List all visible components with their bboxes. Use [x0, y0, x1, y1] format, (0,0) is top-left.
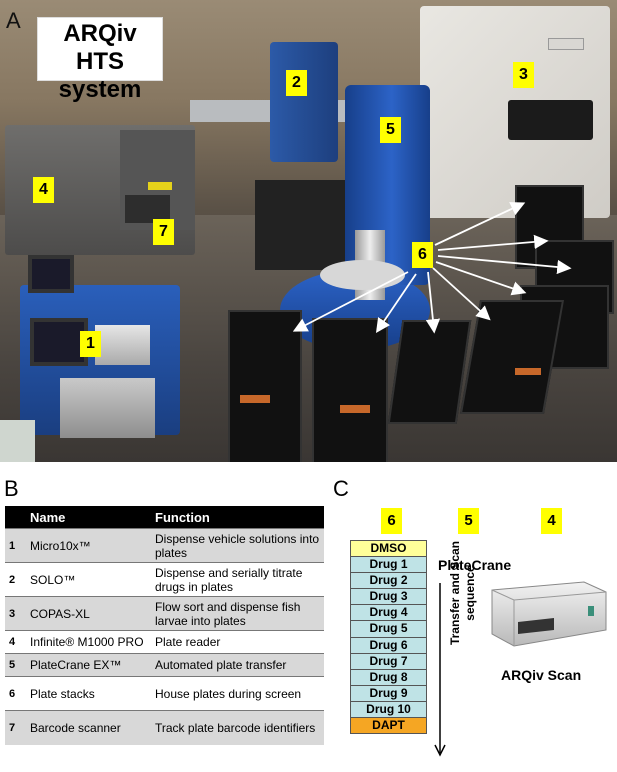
plate-drug: Drug 5: [350, 620, 427, 638]
row-function: Automated plate transfer: [155, 658, 287, 672]
label-2: 2: [286, 70, 307, 96]
stack-tab: [340, 405, 370, 413]
column-tag-4: 4: [541, 508, 562, 534]
micro10x-screen-top: [28, 255, 74, 293]
stack-tab: [240, 395, 270, 403]
label-4: 4: [33, 177, 54, 203]
plate-drug: Drug 8: [350, 668, 427, 686]
instrument-table: Name Function 1 Micro10x™ Dispense vehic…: [5, 506, 324, 745]
plate-dapt: DAPT: [350, 717, 427, 735]
arrow: [435, 261, 527, 296]
table-row: 1 Micro10x™ Dispense vehicle solutions i…: [5, 528, 324, 563]
plate-stack: [312, 318, 388, 462]
sequence-arrow: [434, 583, 446, 757]
photo-title: ARQiv HTS system: [37, 17, 163, 103]
arrow: [434, 202, 526, 246]
sequence-label-line-2: sequence: [463, 565, 477, 621]
plate-drug: Drug 3: [350, 588, 427, 606]
micro10x-pump: [95, 325, 150, 365]
pointer-arrows: [292, 202, 572, 334]
panel-letter-c: C: [333, 476, 349, 501]
plate-drug: Drug 6: [350, 636, 427, 654]
row-num: 7: [9, 721, 16, 734]
table-row: 5 PlateCrane EX™ Automated plate transfe…: [5, 653, 324, 677]
plate-drug: Drug 1: [350, 556, 427, 574]
header-num: [5, 506, 26, 529]
row-num: 2: [9, 573, 16, 586]
row-name: PlateCrane EX™: [30, 658, 122, 672]
label-1: 1: [80, 331, 101, 357]
row-function: Dispense vehicle solutions into plates: [155, 531, 320, 560]
plate-dmso: DMSO: [350, 540, 427, 558]
row-function: Plate reader: [155, 635, 221, 649]
label-6: 6: [412, 242, 433, 268]
title-line-2: system: [58, 76, 142, 103]
sequence-label-line-1: Transfer and Scan: [448, 540, 462, 646]
arqiv-scan-label: ARQiv Scan: [501, 667, 582, 683]
label-5: 5: [380, 117, 401, 143]
plate-drug: Drug 10: [350, 700, 427, 719]
arrow: [425, 271, 441, 334]
table-header-row: Name Function: [5, 506, 324, 529]
solo-instrument: [270, 42, 338, 162]
arrow: [292, 271, 409, 332]
micro10x-screen: [30, 318, 88, 366]
label-7: 7: [153, 219, 174, 245]
arrow: [437, 234, 549, 251]
row-function: Track plate barcode identifiers: [155, 720, 316, 735]
table-row: 6 Plate stacks House plates during scree…: [5, 676, 324, 711]
row-name: COPAS-XL: [30, 606, 90, 621]
scanner-strip: [148, 182, 172, 190]
row-function: Flow sort and dispense fish larvae into …: [155, 599, 301, 628]
row-name: Barcode scanner: [30, 720, 121, 735]
panel-letter-b: B: [4, 476, 19, 501]
bench-item: [0, 420, 35, 462]
row-num: 3: [9, 607, 16, 620]
label-3: 3: [513, 62, 534, 88]
row-function: House plates during screen: [155, 686, 302, 701]
copas-logo: [548, 38, 584, 50]
sequence-label: Transfer and Scan sequence: [448, 503, 477, 683]
micro10x-pump-lower: [60, 378, 155, 438]
table-row: 2 SOLO™ Dispense and serially titrate dr…: [5, 562, 324, 597]
arrow: [437, 255, 572, 275]
row-name: Plate stacks: [30, 686, 95, 701]
panel-letter-a: A: [6, 8, 21, 33]
plate-stack-diagram: DMSO Drug 1 Drug 2 Drug 3 Drug 4 Drug 5 …: [350, 540, 427, 735]
header-name: Name: [26, 506, 151, 529]
row-num: 4: [9, 636, 16, 648]
plate-drug: Drug 4: [350, 604, 427, 622]
row-name: Infinite® M1000 PRO: [30, 635, 144, 649]
row-num: 5: [9, 659, 16, 671]
table-row: 3 COPAS-XL Flow sort and dispense fish l…: [5, 596, 324, 631]
platecrane-label: PlateCrane: [438, 557, 512, 573]
plate-drug: Drug 9: [350, 684, 427, 702]
barcode-scanner: [125, 195, 170, 223]
row-num: 1: [9, 539, 16, 552]
column-tag-6: 6: [381, 508, 402, 534]
plate-stack: [228, 310, 302, 462]
arrow: [432, 267, 491, 321]
plate-drug: Drug 2: [350, 572, 427, 590]
arrow: [375, 273, 417, 333]
table-row: 4 Infinite® M1000 PRO Plate reader: [5, 630, 324, 654]
row-name: Micro10x™: [30, 538, 91, 553]
copas-window: [508, 100, 593, 140]
platecrane-gripper: [320, 260, 405, 290]
row-function: Dispense and serially titrate drugs in p…: [155, 565, 303, 594]
stack-tab: [515, 368, 541, 375]
system-photo: A ARQiv HTS system 1 2 3 4 5 6 7: [0, 0, 617, 462]
solo-base: [255, 180, 360, 270]
header-function: Function: [151, 506, 324, 529]
row-name: SOLO™: [30, 572, 76, 587]
table-row: 7 Barcode scanner Track plate barcode id…: [5, 710, 324, 745]
arqiv-scan-device-icon: [491, 581, 607, 647]
plate-drug: Drug 7: [350, 652, 427, 670]
title-line-1: ARQiv HTS: [63, 20, 137, 75]
column-tag-5: 5: [458, 508, 479, 534]
row-num: 6: [9, 687, 16, 700]
